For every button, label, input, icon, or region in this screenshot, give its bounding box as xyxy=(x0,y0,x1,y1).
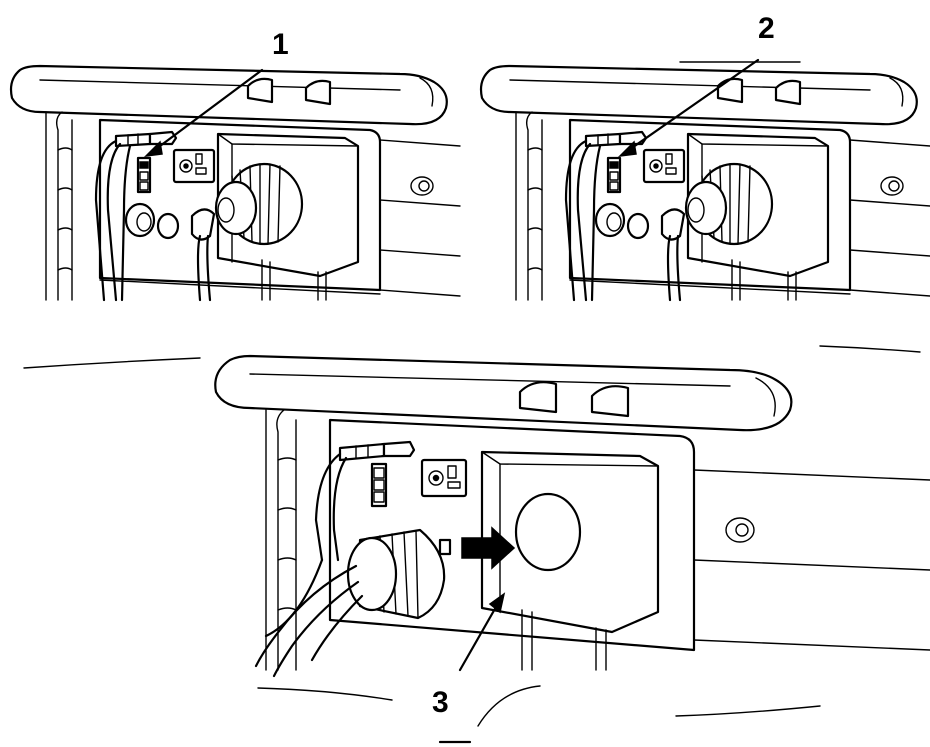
callout-leader-line xyxy=(458,598,502,672)
socket-opening xyxy=(514,492,582,572)
callout-arrowhead xyxy=(488,592,506,614)
panel-top-right: 2 xyxy=(479,12,930,302)
callout-number: 3 xyxy=(432,686,449,719)
callout-arrowhead xyxy=(143,140,163,158)
callout-number: 2 xyxy=(758,12,775,45)
panel-top-left: 1 xyxy=(9,28,462,302)
insertion-arrow-icon xyxy=(461,526,516,570)
callout-number: 1 xyxy=(272,28,289,61)
callout-arrowhead xyxy=(617,140,637,158)
callout-leader-line xyxy=(624,58,760,154)
callout-leader-line xyxy=(150,68,264,154)
panel-bottom: 3 xyxy=(23,345,930,744)
